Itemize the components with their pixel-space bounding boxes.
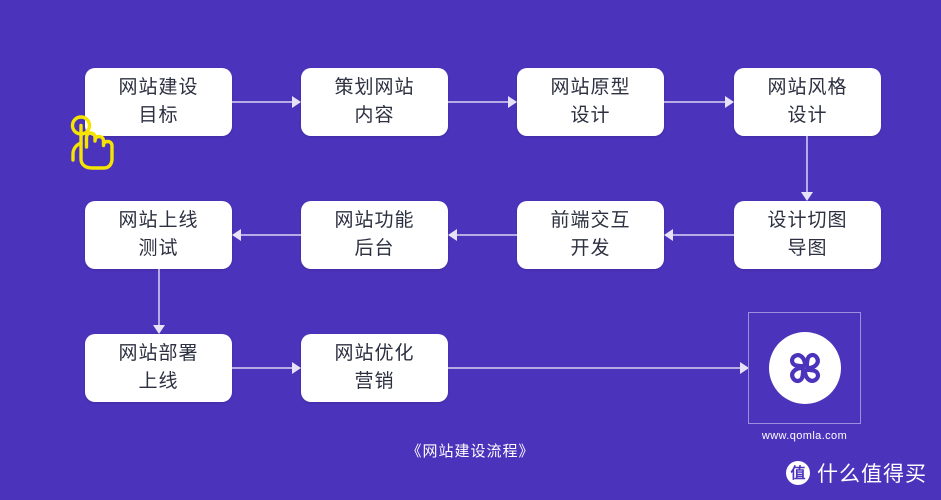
flow-node-line-2: 内容 bbox=[354, 105, 395, 126]
flow-node-line-2: 营销 bbox=[354, 371, 395, 392]
flow-node-line-2: 上线 bbox=[138, 371, 179, 392]
flow-node-line-1: 网站功能 bbox=[334, 210, 415, 232]
arrowhead-5-to-6 bbox=[664, 229, 673, 241]
arrowhead-4-to-5 bbox=[801, 192, 813, 201]
flow-node-line-2: 测试 bbox=[138, 238, 179, 259]
qomla-clover-logo-icon bbox=[789, 352, 820, 384]
flow-node-website-goal[interactable]: 网站建设 目标 bbox=[85, 68, 232, 136]
connector-4-to-5 bbox=[806, 136, 808, 192]
arrowhead-6-to-7 bbox=[448, 229, 457, 241]
connector-5-to-6 bbox=[673, 234, 734, 236]
flow-node-prototype-design[interactable]: 网站原型 设计 bbox=[517, 68, 664, 136]
brand-logo-disc bbox=[768, 332, 841, 404]
tap-hand-cursor-icon bbox=[70, 115, 114, 170]
diagram-caption: 《网站建设流程》 bbox=[406, 443, 535, 460]
watermark-text: 什么值得买 bbox=[817, 463, 927, 486]
brand-logo-frame bbox=[748, 312, 861, 424]
watermark-badge-icon: 值 bbox=[786, 461, 810, 485]
connector-8-to-9 bbox=[158, 269, 160, 325]
flow-node-line-2: 后台 bbox=[354, 238, 395, 259]
flow-node-plan-content[interactable]: 策划网站 内容 bbox=[301, 68, 448, 136]
watermark: 值 什么值得买 bbox=[786, 458, 927, 488]
flow-node-line-1: 网站风格 bbox=[767, 77, 848, 99]
arrowhead-3-to-4 bbox=[725, 96, 734, 108]
flow-node-line-1: 网站上线 bbox=[118, 210, 199, 232]
flow-node-line-1: 网站优化 bbox=[334, 343, 415, 365]
flow-node-design-slicing[interactable]: 设计切图 导图 bbox=[734, 201, 881, 269]
brand-logo-url: www.qomla.com bbox=[761, 430, 848, 442]
arrowhead-10-to-logo bbox=[740, 362, 749, 374]
flow-node-line-1: 网站建设 bbox=[118, 77, 199, 99]
connector-10-to-logo bbox=[448, 367, 740, 369]
flow-node-launch-test[interactable]: 网站上线 测试 bbox=[85, 201, 232, 269]
flow-node-line-2: 目标 bbox=[138, 105, 179, 126]
arrowhead-7-to-8 bbox=[232, 229, 241, 241]
flow-node-line-1: 前端交互 bbox=[550, 210, 631, 232]
arrowhead-9-to-10 bbox=[292, 362, 301, 374]
flow-node-line-1: 网站部署 bbox=[118, 343, 199, 365]
connector-6-to-7 bbox=[457, 234, 517, 236]
flow-node-line-1: 设计切图 bbox=[767, 210, 848, 232]
flow-node-line-2: 开发 bbox=[570, 238, 611, 259]
flow-node-line-1: 网站原型 bbox=[550, 77, 631, 99]
connector-2-to-3 bbox=[448, 101, 508, 103]
flow-node-style-design[interactable]: 网站风格 设计 bbox=[734, 68, 881, 136]
flow-node-line-2: 设计 bbox=[787, 105, 828, 126]
arrowhead-1-to-2 bbox=[292, 96, 301, 108]
flow-node-line-1: 策划网站 bbox=[334, 77, 415, 99]
arrowhead-8-to-9 bbox=[153, 325, 165, 334]
arrowhead-2-to-3 bbox=[508, 96, 517, 108]
connector-9-to-10 bbox=[232, 367, 292, 369]
connector-3-to-4 bbox=[664, 101, 725, 103]
connector-1-to-2 bbox=[232, 101, 292, 103]
connector-7-to-8 bbox=[241, 234, 301, 236]
flow-node-line-2: 导图 bbox=[787, 238, 828, 259]
flow-node-deploy-online[interactable]: 网站部署 上线 bbox=[85, 334, 232, 402]
flow-node-function-backend[interactable]: 网站功能 后台 bbox=[301, 201, 448, 269]
flow-node-frontend-dev[interactable]: 前端交互 开发 bbox=[517, 201, 664, 269]
flow-node-optimize-marketing[interactable]: 网站优化 营销 bbox=[301, 334, 448, 402]
flow-node-line-2: 设计 bbox=[570, 105, 611, 126]
